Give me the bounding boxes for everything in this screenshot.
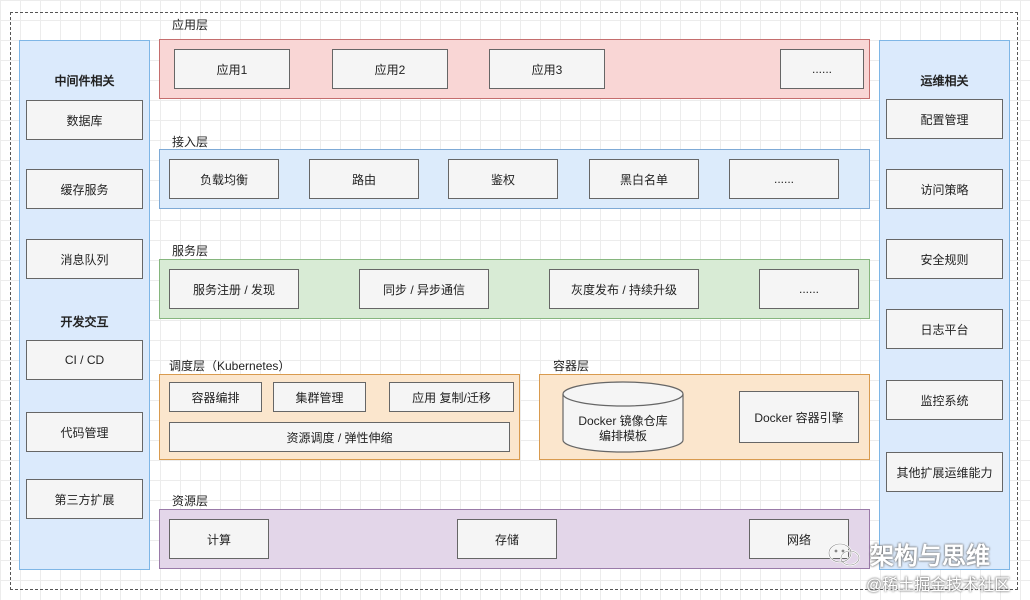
app-box-more[interactable]: ...... <box>780 49 864 89</box>
app-box-3[interactable]: 应用3 <box>489 49 605 89</box>
left-box-database[interactable]: 数据库 <box>26 100 143 140</box>
watermark-sub: @稀土掘金技术社区 <box>866 577 1011 594</box>
middleware-title: 中间件相关 <box>54 74 115 88</box>
ops-title: 运维相关 <box>920 74 969 88</box>
sched-box-replicate[interactable]: 应用 复制/迁移 <box>389 382 514 412</box>
sched-box-resource[interactable]: 资源调度 / 弹性伸缩 <box>169 422 510 452</box>
right-box-extension[interactable]: 其他扩展运维能力 <box>886 452 1003 492</box>
right-box-config[interactable]: 配置管理 <box>886 99 1003 139</box>
access-layer-title: 接入层 <box>172 135 209 149</box>
service-layer-title: 服务层 <box>172 244 209 258</box>
left-box-cache[interactable]: 缓存服务 <box>26 169 143 209</box>
right-box-logging[interactable]: 日志平台 <box>886 309 1003 349</box>
access-box-blacklist[interactable]: 黑白名单 <box>589 159 699 199</box>
right-box-monitoring[interactable]: 监控系统 <box>886 380 1003 420</box>
registry-label-line2: 编排模板 <box>598 429 647 443</box>
outer-dashed-frame <box>10 12 1018 590</box>
docker-engine-box[interactable]: Docker 容器引擎 <box>739 391 859 443</box>
service-box-gray-release[interactable]: 灰度发布 / 持续升级 <box>549 269 699 309</box>
access-box-auth[interactable]: 鉴权 <box>448 159 558 199</box>
service-box-more[interactable]: ...... <box>759 269 859 309</box>
resource-box-storage[interactable]: 存储 <box>457 519 557 559</box>
resource-layer-title: 资源层 <box>172 494 209 508</box>
sched-box-cluster[interactable]: 集群管理 <box>273 382 366 412</box>
resource-box-compute[interactable]: 计算 <box>169 519 269 559</box>
devops-title: 开发交互 <box>60 315 109 329</box>
left-box-code[interactable]: 代码管理 <box>26 412 143 452</box>
service-box-discovery[interactable]: 服务注册 / 发现 <box>169 269 299 309</box>
app-box-1[interactable]: 应用1 <box>174 49 290 89</box>
app-box-2[interactable]: 应用2 <box>332 49 448 89</box>
registry-cylinder[interactable] <box>560 379 686 455</box>
access-box-route[interactable]: 路由 <box>309 159 419 199</box>
left-box-thirdparty[interactable]: 第三方扩展 <box>26 479 143 519</box>
access-box-more[interactable]: ...... <box>729 159 839 199</box>
resource-box-network[interactable]: 网络 <box>749 519 849 559</box>
app-layer-title: 应用层 <box>172 18 209 32</box>
wechat-icon <box>828 543 860 566</box>
registry-label-line1: Docker 镜像仓库 <box>578 414 668 428</box>
container-layer-title: 容器层 <box>553 359 590 373</box>
left-box-mq[interactable]: 消息队列 <box>26 239 143 279</box>
service-box-comm[interactable]: 同步 / 异步通信 <box>359 269 489 309</box>
left-box-cicd[interactable]: CI / CD <box>26 340 143 380</box>
watermark-main: 架构与思维 <box>870 543 990 570</box>
registry-label: Docker 镜像仓库 编排模板 <box>563 414 683 444</box>
right-box-access-policy[interactable]: 访问策略 <box>886 169 1003 209</box>
right-box-security[interactable]: 安全规则 <box>886 239 1003 279</box>
scheduling-layer-title: 调度层（Kubernetes） <box>169 359 291 373</box>
sched-box-orchestration[interactable]: 容器编排 <box>169 382 262 412</box>
access-box-lb[interactable]: 负载均衡 <box>169 159 279 199</box>
